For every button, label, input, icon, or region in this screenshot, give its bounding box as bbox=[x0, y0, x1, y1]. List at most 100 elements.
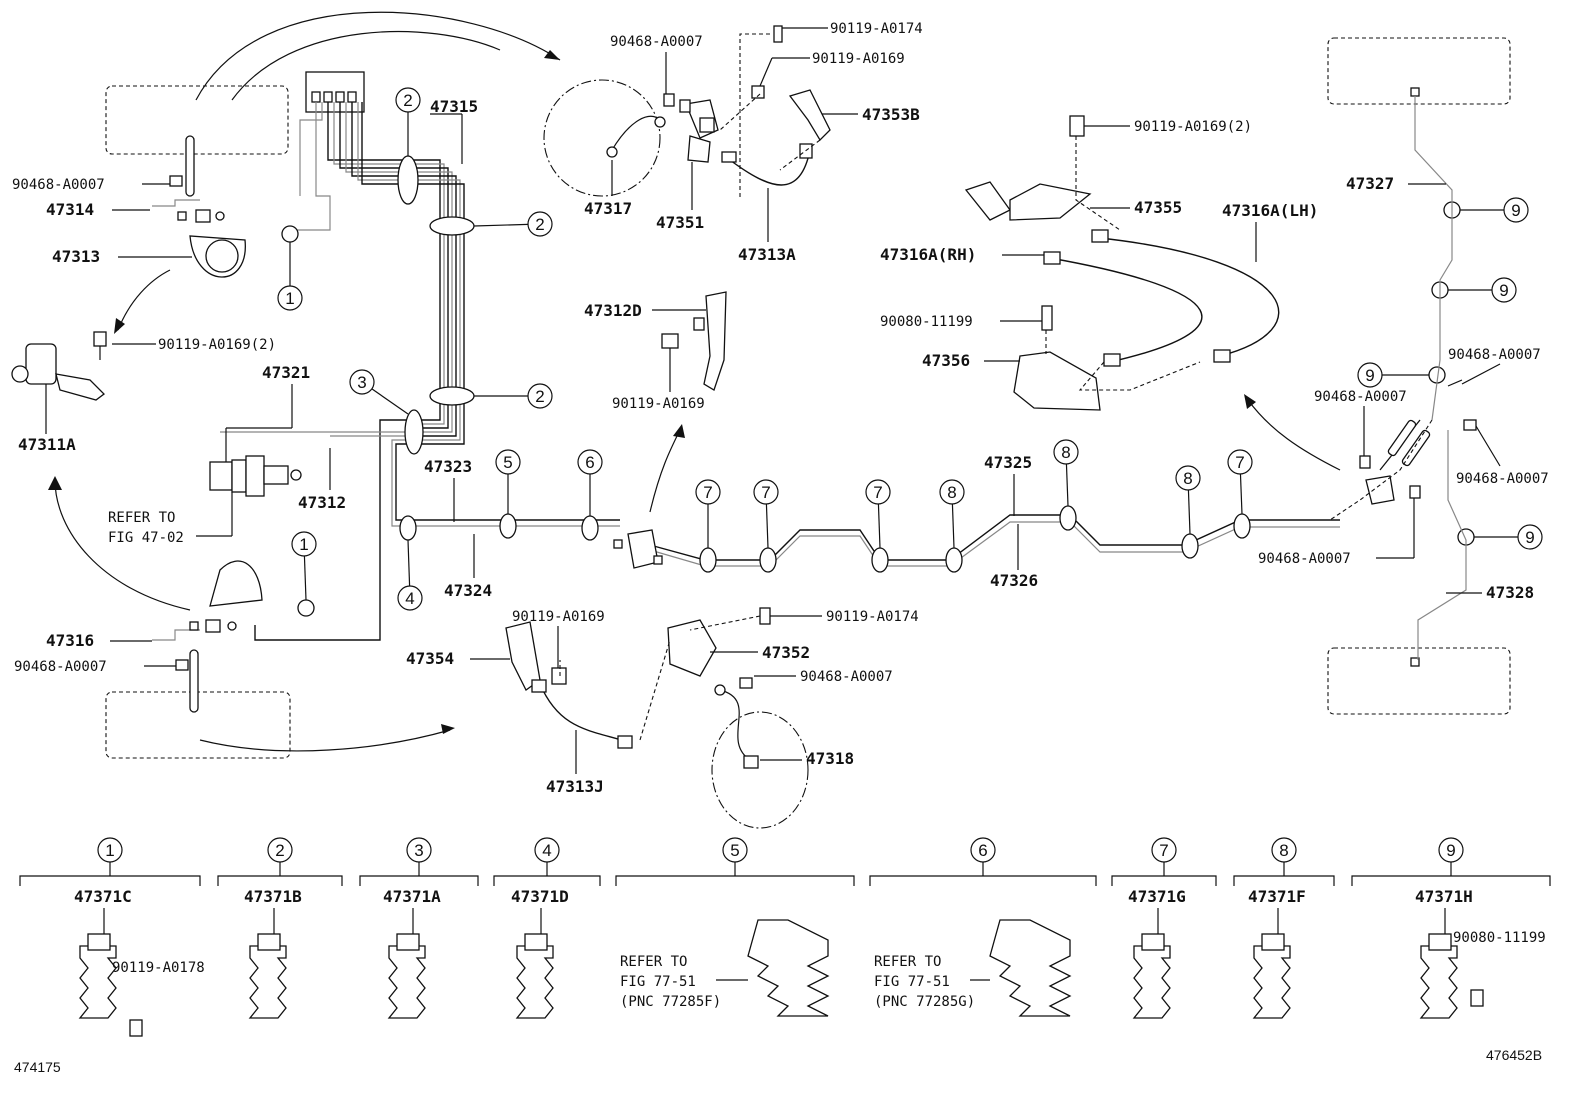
arrow-left bbox=[117, 269, 171, 331]
callout-number: 3 bbox=[357, 373, 366, 392]
legend-part-47371B: 47371B bbox=[244, 887, 302, 906]
clamp-drawing-4 bbox=[515, 945, 554, 1019]
label-90119-left: 90119-A0169(2) bbox=[158, 337, 276, 353]
callout-9-18: 9 bbox=[1357, 362, 1383, 388]
callout-number: 7 bbox=[1235, 453, 1244, 472]
clip-drawing-5 bbox=[747, 919, 830, 1017]
clamp-drawing-7 bbox=[1132, 945, 1171, 1019]
clip-90468-bottom bbox=[739, 677, 753, 689]
label-47312: 47312 bbox=[298, 493, 346, 512]
label-47354: 47354 bbox=[406, 649, 454, 668]
legend-callout-3: 3 bbox=[406, 837, 432, 863]
arrow-head-top bbox=[544, 50, 560, 60]
bracket-47352 bbox=[667, 619, 717, 677]
vehicle-outline-bottom-right bbox=[1327, 647, 1511, 715]
arrow-head-left bbox=[114, 318, 125, 334]
clamp-8-a bbox=[945, 547, 963, 573]
label-47316: 47316 bbox=[46, 631, 94, 650]
callout-number: 9 bbox=[1365, 366, 1374, 385]
clamp-8-c bbox=[1181, 533, 1199, 559]
hose-47316A-LH bbox=[1099, 237, 1280, 357]
callout-number: 8 bbox=[947, 483, 956, 502]
clamp-1-a bbox=[281, 225, 299, 243]
clamp-5 bbox=[499, 513, 517, 539]
clamp-4 bbox=[399, 515, 417, 541]
label-90119-A0169-right: 90119-A0169(2) bbox=[1134, 119, 1252, 135]
bolt-90119-A0169-right bbox=[1069, 115, 1085, 137]
clip-drawing-6 bbox=[989, 919, 1072, 1017]
clamp-2-b bbox=[429, 216, 475, 236]
legend-part-47371G: 47371G bbox=[1128, 887, 1186, 906]
label-90119-A0169-mid: 90119-A0169 bbox=[612, 396, 705, 412]
label-47313: 47313 bbox=[52, 247, 100, 266]
legend-number: 5 bbox=[730, 841, 739, 860]
callout-number: 4 bbox=[405, 589, 414, 608]
legend-number: 4 bbox=[542, 841, 551, 860]
label-90468-r2: 90468-A0007 bbox=[1448, 347, 1541, 363]
clamp-2-c bbox=[429, 386, 475, 406]
clamp-drawing-1 bbox=[78, 945, 117, 1019]
clamp-drawing-2 bbox=[248, 945, 287, 1019]
arrow-mid bbox=[649, 429, 681, 513]
junction-center bbox=[613, 529, 663, 569]
label-47314: 47314 bbox=[46, 200, 94, 219]
bolt-90080-11199-right bbox=[1041, 305, 1053, 331]
legend-note-line3: (PNC 77285G) bbox=[874, 994, 975, 1010]
label-47316A-LH: 47316A(LH) bbox=[1222, 201, 1318, 220]
callout-2-1: 2 bbox=[527, 211, 553, 237]
clip-90468-bottom-left bbox=[175, 659, 189, 671]
clip-90468-r1 bbox=[1359, 455, 1371, 469]
clamp-7-d bbox=[1233, 513, 1251, 539]
arrow-top-inner bbox=[231, 30, 501, 101]
callout-1-15: 1 bbox=[291, 531, 317, 557]
callout-2-0: 2 bbox=[395, 87, 421, 113]
clamp-legend: 147371C90119-A0178247371B347371A447371D5… bbox=[19, 837, 1551, 1037]
hose-47316A-RH bbox=[1049, 257, 1203, 363]
legend-callout-8: 8 bbox=[1271, 837, 1297, 863]
hose-47313A bbox=[729, 149, 811, 186]
label-90119-A0174-bottom: 90119-A0174 bbox=[826, 609, 919, 625]
clamp-7-b bbox=[759, 547, 777, 573]
callout-number: 1 bbox=[285, 289, 294, 308]
callout-number: 5 bbox=[503, 453, 512, 472]
arrow-head-lower-left bbox=[48, 476, 62, 490]
label-47315: 47315 bbox=[430, 97, 478, 116]
label-47353B: 47353B bbox=[862, 105, 920, 124]
clip-90468-r4 bbox=[1463, 419, 1477, 431]
callout-7-8: 7 bbox=[753, 479, 779, 505]
clip-90468-r2 bbox=[1447, 379, 1463, 387]
legend-part-47371D: 47371D bbox=[511, 887, 569, 906]
part-labels: 47315 47314 47313 90468-A0007 90119-A016… bbox=[12, 21, 1549, 796]
legend-number: 9 bbox=[1446, 841, 1455, 860]
label-47355: 47355 bbox=[1134, 198, 1182, 217]
figure-code-left: 474175 bbox=[14, 1059, 61, 1075]
clamp-drawing-3 bbox=[387, 945, 426, 1019]
label-47312D: 47312D bbox=[584, 301, 642, 320]
callout-9-17: 9 bbox=[1491, 277, 1517, 303]
label-90080-11199-right: 90080-11199 bbox=[880, 314, 973, 330]
callout-7-7: 7 bbox=[695, 479, 721, 505]
label-47311A: 47311A bbox=[18, 435, 76, 454]
clip-90468-top-left bbox=[169, 175, 183, 187]
label-47356: 47356 bbox=[922, 351, 970, 370]
clamp-7-c bbox=[871, 547, 889, 573]
callout-number: 2 bbox=[535, 215, 544, 234]
callout-9-16: 9 bbox=[1503, 197, 1529, 223]
brake-line-47327 bbox=[1414, 96, 1453, 421]
sensor-wire-47317 bbox=[611, 115, 661, 151]
clip-90468-r3 bbox=[1409, 485, 1421, 499]
bolt-90119-A0174-bottom bbox=[759, 607, 771, 625]
callout-8-12: 8 bbox=[1175, 465, 1201, 491]
legend-note-line1: REFER TO bbox=[874, 954, 941, 970]
callout-8-10: 8 bbox=[939, 479, 965, 505]
legend-note-line2: FIG 77-51 bbox=[620, 974, 696, 990]
label-90468-top: 90468-A0007 bbox=[610, 34, 703, 50]
label-refer-to-47-02-line2: FIG 47-02 bbox=[108, 530, 184, 546]
label-47313A: 47313A bbox=[738, 245, 796, 264]
callout-2-2: 2 bbox=[527, 383, 553, 409]
legend-callout-6: 6 bbox=[970, 837, 996, 863]
legend-note-line2: FIG 77-51 bbox=[874, 974, 950, 990]
clamp-3 bbox=[404, 409, 424, 455]
